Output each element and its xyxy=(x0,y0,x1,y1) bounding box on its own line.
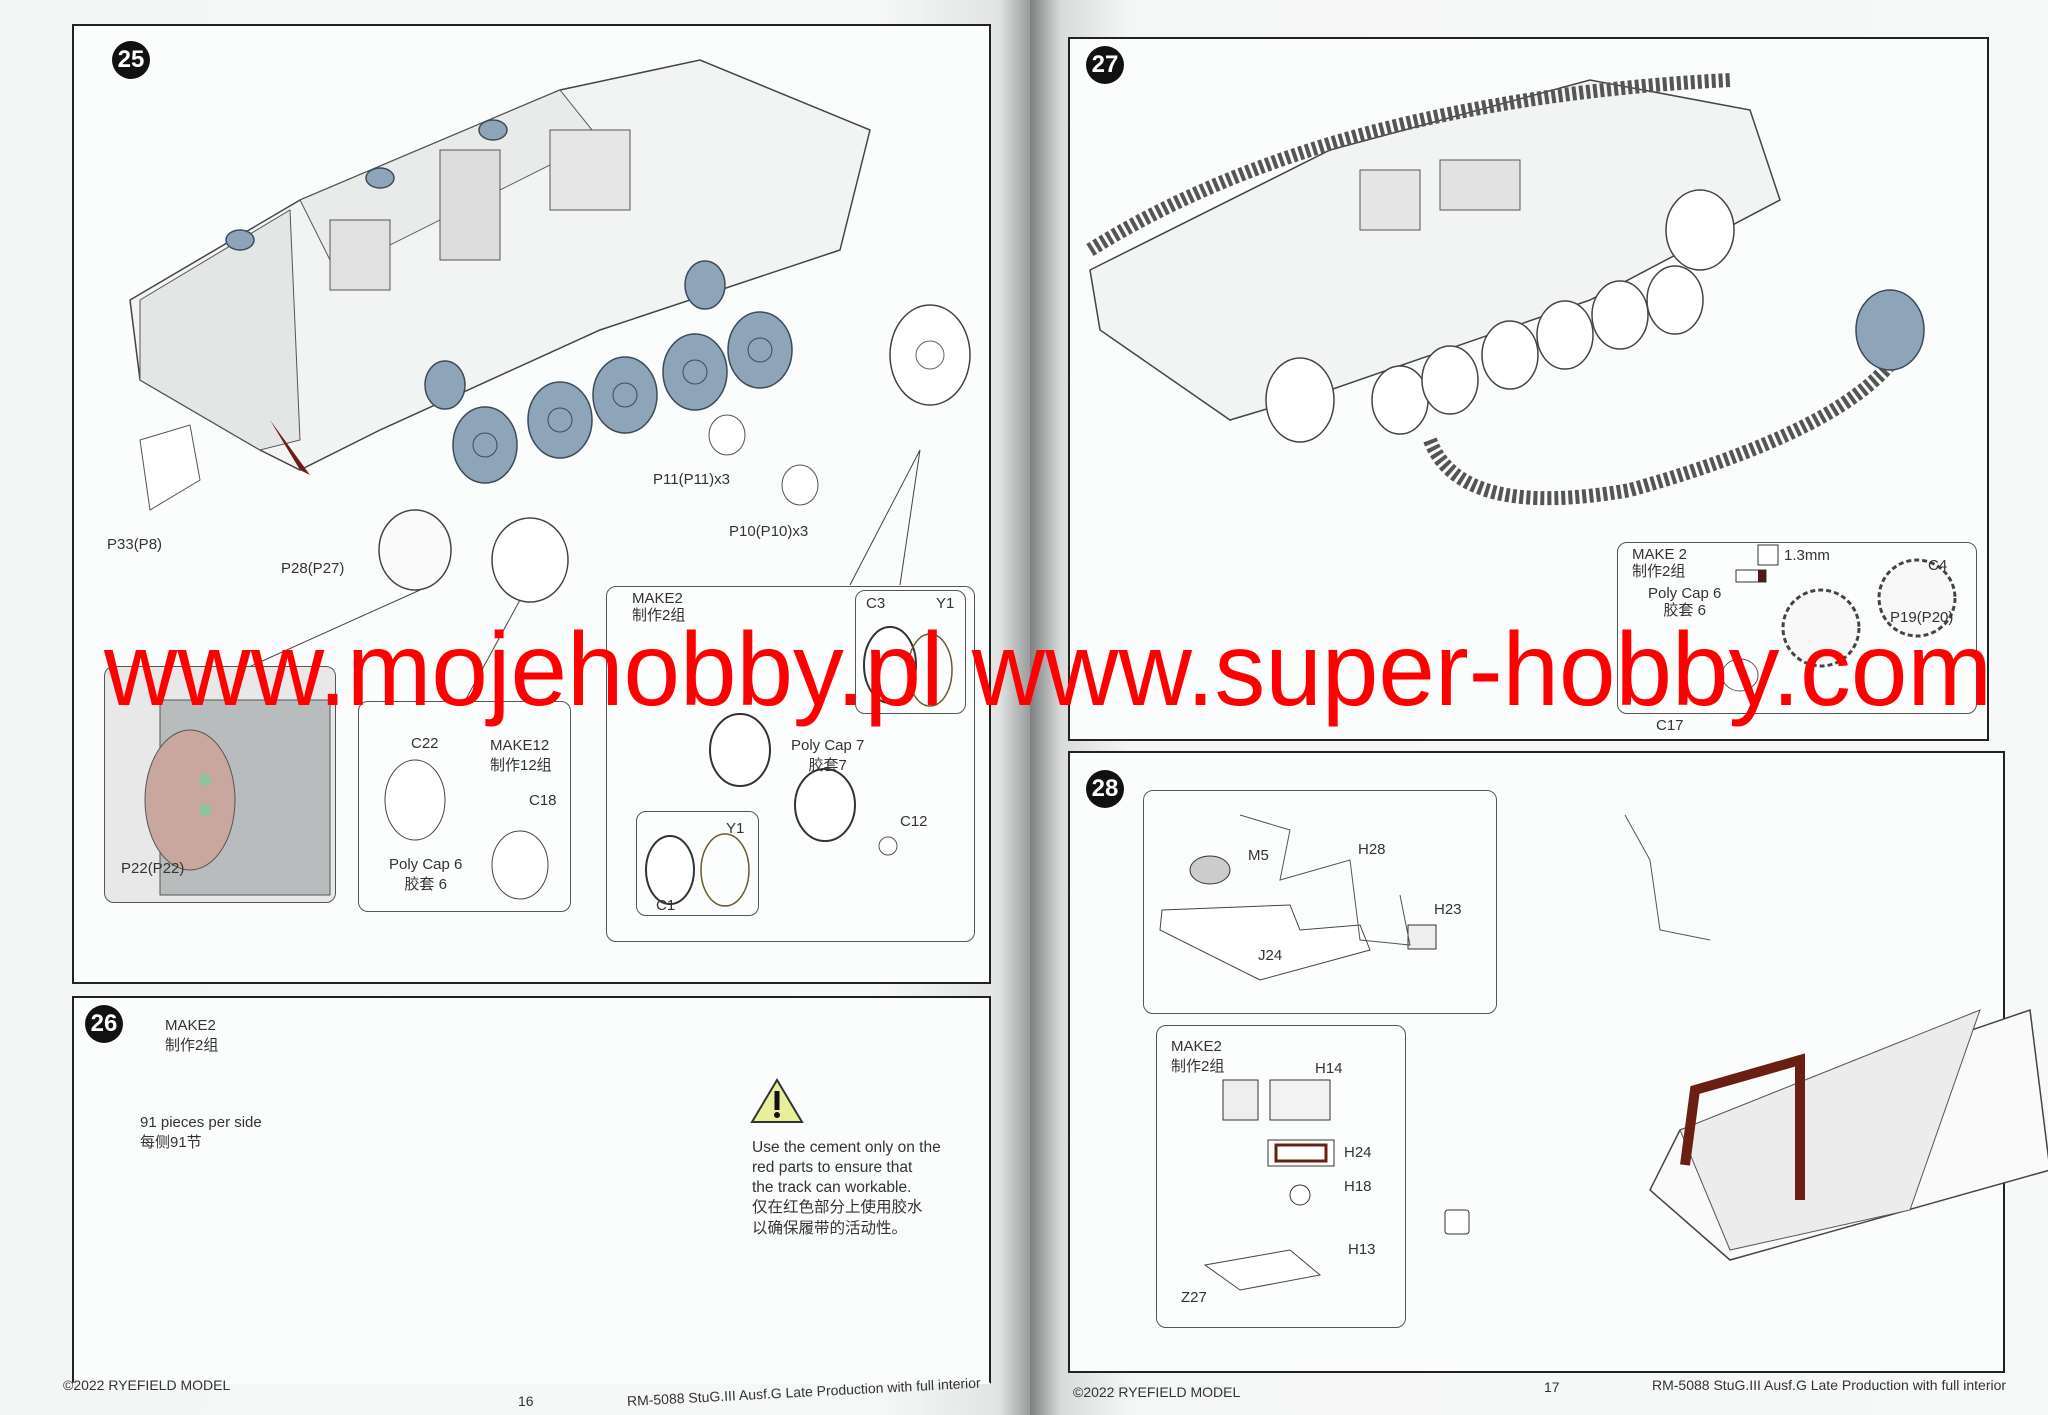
label-polycap6: Poly Cap 6 胶套 6 xyxy=(389,855,462,894)
make2-cn-text: 制作2组 xyxy=(165,1036,219,1054)
step-number-25: 25 xyxy=(112,41,150,79)
make2-text: MAKE 2 xyxy=(1632,546,1688,563)
step-26-make2: MAKE2 制作2组 xyxy=(165,1016,218,1055)
label-p11: P11(P11)x3 xyxy=(653,471,730,488)
footer-page-number: 17 xyxy=(1544,1379,1560,1395)
label-c18: C18 xyxy=(529,792,557,809)
label-m5: M5 xyxy=(1248,847,1269,864)
warning-cn-line-1: 仅在红色部分上使用胶水 xyxy=(752,1199,923,1217)
label-h24: H24 xyxy=(1344,1144,1372,1161)
make12-cn-text: 制作12组 xyxy=(490,756,552,774)
label-c1: C1 xyxy=(656,897,676,914)
footer-title: RM-5088 StuG.III Ausf.G Late Production … xyxy=(1652,1377,2007,1393)
step-26-panel xyxy=(72,996,991,1384)
polycap6-cn-text: 胶套 6 xyxy=(1663,602,1706,620)
label-z27: Z27 xyxy=(1181,1289,1207,1306)
pieces-cn-text: 每侧91节 xyxy=(140,1133,202,1151)
make2-cn-text: 制作2组 xyxy=(632,607,686,625)
footer-copyright: ©2022 RYEFIELD MODEL xyxy=(1073,1384,1241,1400)
label-h18: H18 xyxy=(1344,1178,1372,1195)
label-c22: C22 xyxy=(411,735,439,752)
drill-size-label: 1.3mm xyxy=(1784,547,1830,564)
make2-text: MAKE2 xyxy=(632,590,683,607)
step-number-28: 28 xyxy=(1086,770,1124,808)
step-28-make2: MAKE2 制作2组 xyxy=(1171,1037,1224,1076)
label-h23: H23 xyxy=(1434,901,1462,918)
label-c3: C3 xyxy=(866,595,886,612)
make2-cn-text: 制作2组 xyxy=(1632,563,1686,581)
label-h14: H14 xyxy=(1315,1060,1343,1077)
label-c4: C4 xyxy=(1928,557,1948,574)
label-make12: MAKE12 制作12组 xyxy=(490,736,552,775)
make2-text: MAKE2 xyxy=(1171,1038,1222,1055)
label-p19: P19(P20) xyxy=(1890,609,1954,626)
label-p28: P28(P27) xyxy=(281,560,345,577)
step-number-26: 26 xyxy=(85,1005,123,1043)
footer-page-number: 16 xyxy=(518,1393,534,1409)
warning-line-2: red parts to ensure that xyxy=(752,1159,913,1177)
polycap7-cn-text: 胶套7 xyxy=(808,756,847,774)
step-number-27: 27 xyxy=(1086,46,1124,84)
label-c12: C12 xyxy=(900,813,928,830)
make2-text: MAKE2 xyxy=(165,1017,216,1034)
label-p22: P22(P22) xyxy=(121,860,185,877)
polycap6-text: Poly Cap 6 xyxy=(389,856,463,873)
make12-text: MAKE12 xyxy=(490,737,550,754)
label-h13: H13 xyxy=(1348,1241,1376,1258)
label-polycap7: Poly Cap 7 胶套7 xyxy=(791,736,864,775)
label-p10: P10(P10)x3 xyxy=(729,523,809,540)
footer-copyright: ©2022 RYEFIELD MODEL xyxy=(63,1377,231,1393)
label-p33: P33(P8) xyxy=(107,536,163,553)
pieces-per-side: 91 pieces per side 每侧91节 xyxy=(140,1113,262,1152)
label-c17: C17 xyxy=(1656,717,1684,734)
warning-line-1: Use the cement only on the xyxy=(752,1139,941,1156)
polycap6-text: Poly Cap 6 xyxy=(1648,585,1722,602)
warning-line-3: the track can workable. xyxy=(752,1179,912,1197)
warning-text: Use the cement only on the red parts to … xyxy=(752,1138,941,1239)
label-j24: J24 xyxy=(1258,947,1283,964)
label-y1-top: Y1 xyxy=(936,595,955,612)
pieces-text: 91 pieces per side xyxy=(140,1114,262,1131)
left-page: 25 xyxy=(0,0,1030,1415)
label-y1-bottom: Y1 xyxy=(726,820,745,837)
polycap7-text: Poly Cap 7 xyxy=(791,737,865,754)
warning-cn-line-2: 以确保履带的活动性。 xyxy=(752,1219,908,1237)
polycap6-cn-text: 胶套 6 xyxy=(404,875,447,893)
label-h28: H28 xyxy=(1358,841,1386,858)
make2-cn-text: 制作2组 xyxy=(1171,1057,1225,1075)
